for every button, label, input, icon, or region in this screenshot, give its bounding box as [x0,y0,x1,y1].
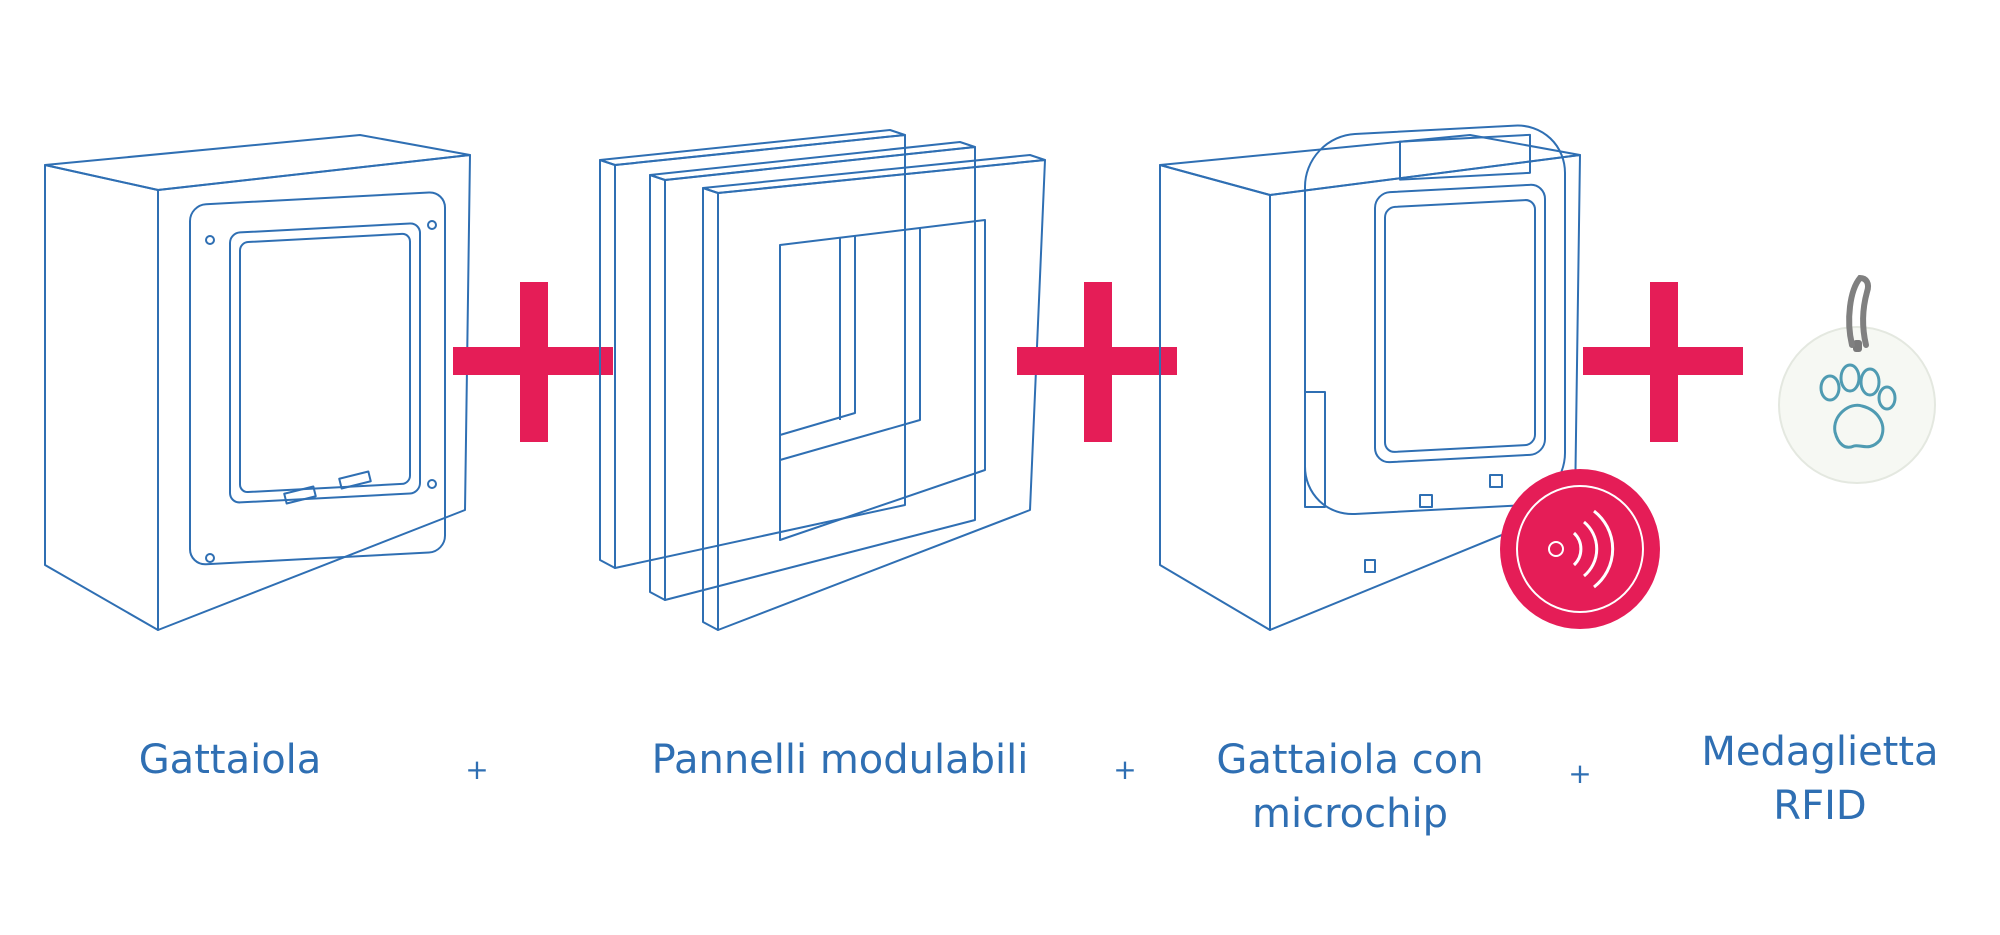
rfid-tag-label-line1: Medaglietta [1701,729,1939,775]
cat-flap-icon [44,134,471,631]
plus-icon-1 [453,282,613,442]
rfid-signal-icon [1500,469,1660,629]
small-plus-3: + [1568,757,1592,790]
plus-icon-2 [1017,282,1177,442]
cat-flap-label: Gattaiola [138,737,322,783]
paw-icon [1819,363,1897,449]
small-plus-1: + [465,753,489,786]
microchip-cat-flap-label-line2: microchip [1252,791,1448,837]
microchip-cat-flap-label-line1: Gattaiola con [1216,737,1484,783]
modular-panels-label: Pannelli modulabili [651,737,1029,783]
rfid-tag-icon [1778,274,1936,484]
rfid-tag-label-line2: RFID [1773,783,1867,829]
small-plus-2: + [1113,753,1137,786]
plus-icon-3 [1583,282,1743,442]
microchip-cat-flap-icon [1159,124,1581,631]
modular-panels-icon [599,129,1046,631]
